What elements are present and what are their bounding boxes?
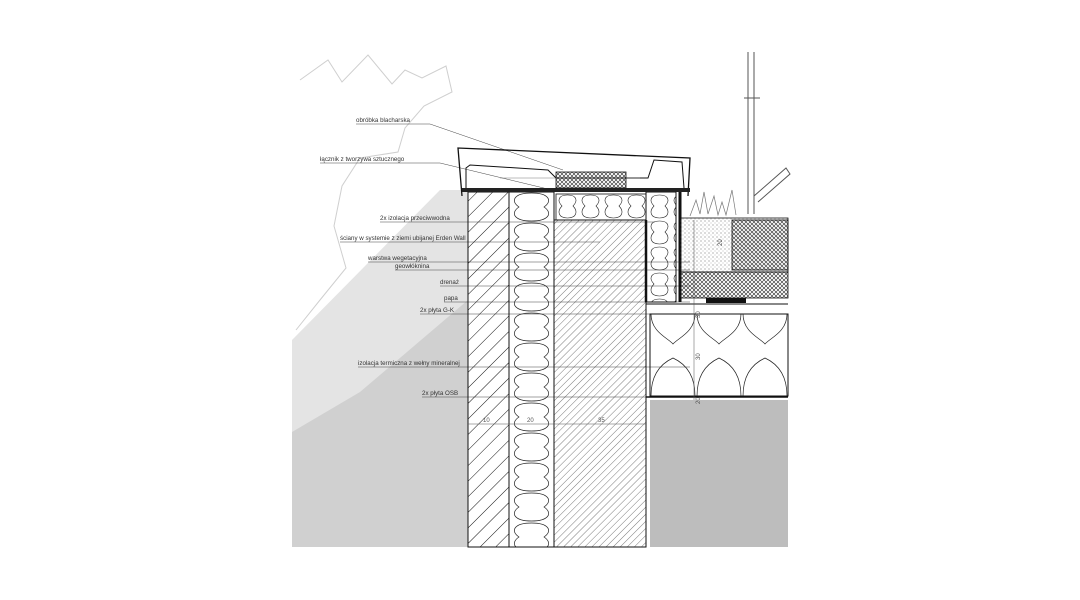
leader-obrobka [356, 123, 564, 171]
terrain [292, 54, 468, 547]
wall-outer-hatched-layer [467, 191, 510, 548]
railing-brace [753, 167, 791, 203]
dimension-lines [468, 220, 695, 425]
rammed-earth-layer [553, 219, 647, 548]
flashing-seal-strip [462, 188, 690, 192]
label-welna-mineralna: izolacja termiczna z wełny mineralnej [358, 360, 460, 367]
wall-insulation-layer [508, 191, 555, 548]
dim-roof-mid: 30 [696, 311, 702, 318]
membrane-strip [706, 298, 746, 303]
interior-space [650, 400, 788, 547]
label-geowloknina: geowłóknina [395, 263, 430, 270]
label-plyta-osb: 2x płyta OSB [422, 390, 458, 397]
parapet-inner-insulation [645, 191, 677, 303]
drainage-layer [731, 219, 789, 271]
roof-insulation [649, 313, 789, 397]
label-drenaz: drenaż [440, 279, 459, 286]
label-obrobka-blacharska: obróbka blacharska [356, 117, 411, 124]
terrain-shadow [292, 300, 468, 547]
label-papa: papa [444, 295, 458, 302]
vegetation-grass [689, 189, 737, 217]
leader-lacznik [320, 162, 553, 191]
dimension-labels: 10 20 35 20 30 30 20 [483, 239, 724, 424]
wall-section [467, 191, 682, 548]
label-lacznik: łącznik z tworzywa sztucznego [320, 156, 405, 163]
green-roof [646, 189, 789, 547]
coping [457, 147, 691, 197]
label-warstwa-wegetacyjna: warstwa wegetacyjna [367, 255, 427, 262]
terrain-outline [295, 54, 453, 331]
dim-wall-layer-2: 20 [527, 418, 534, 424]
railing [744, 52, 791, 214]
label-sciany-erden-wall: ściany w systemie z ziemi ubijanej Erden… [340, 235, 466, 242]
dim-roof-bottom: 20 [696, 397, 702, 404]
dim-roof-lower: 30 [696, 353, 702, 360]
label-izolacja-przeciwwodna: 2x izolacja przeciwwodna [380, 215, 450, 222]
dim-wall-layer-1: 10 [483, 418, 490, 424]
dim-wall-layer-3: 35 [598, 418, 605, 424]
wall-top-insulation [555, 193, 647, 221]
geotextile-layer [679, 271, 789, 299]
plastic-connector [555, 171, 627, 189]
label-plyta-gk: 2x płyta G-K [420, 307, 455, 314]
metal-flashing [457, 147, 691, 197]
dim-roof-top: 20 [718, 239, 724, 246]
annotation-labels: obróbka blacharska łącznik z tworzywa sz… [320, 117, 466, 397]
